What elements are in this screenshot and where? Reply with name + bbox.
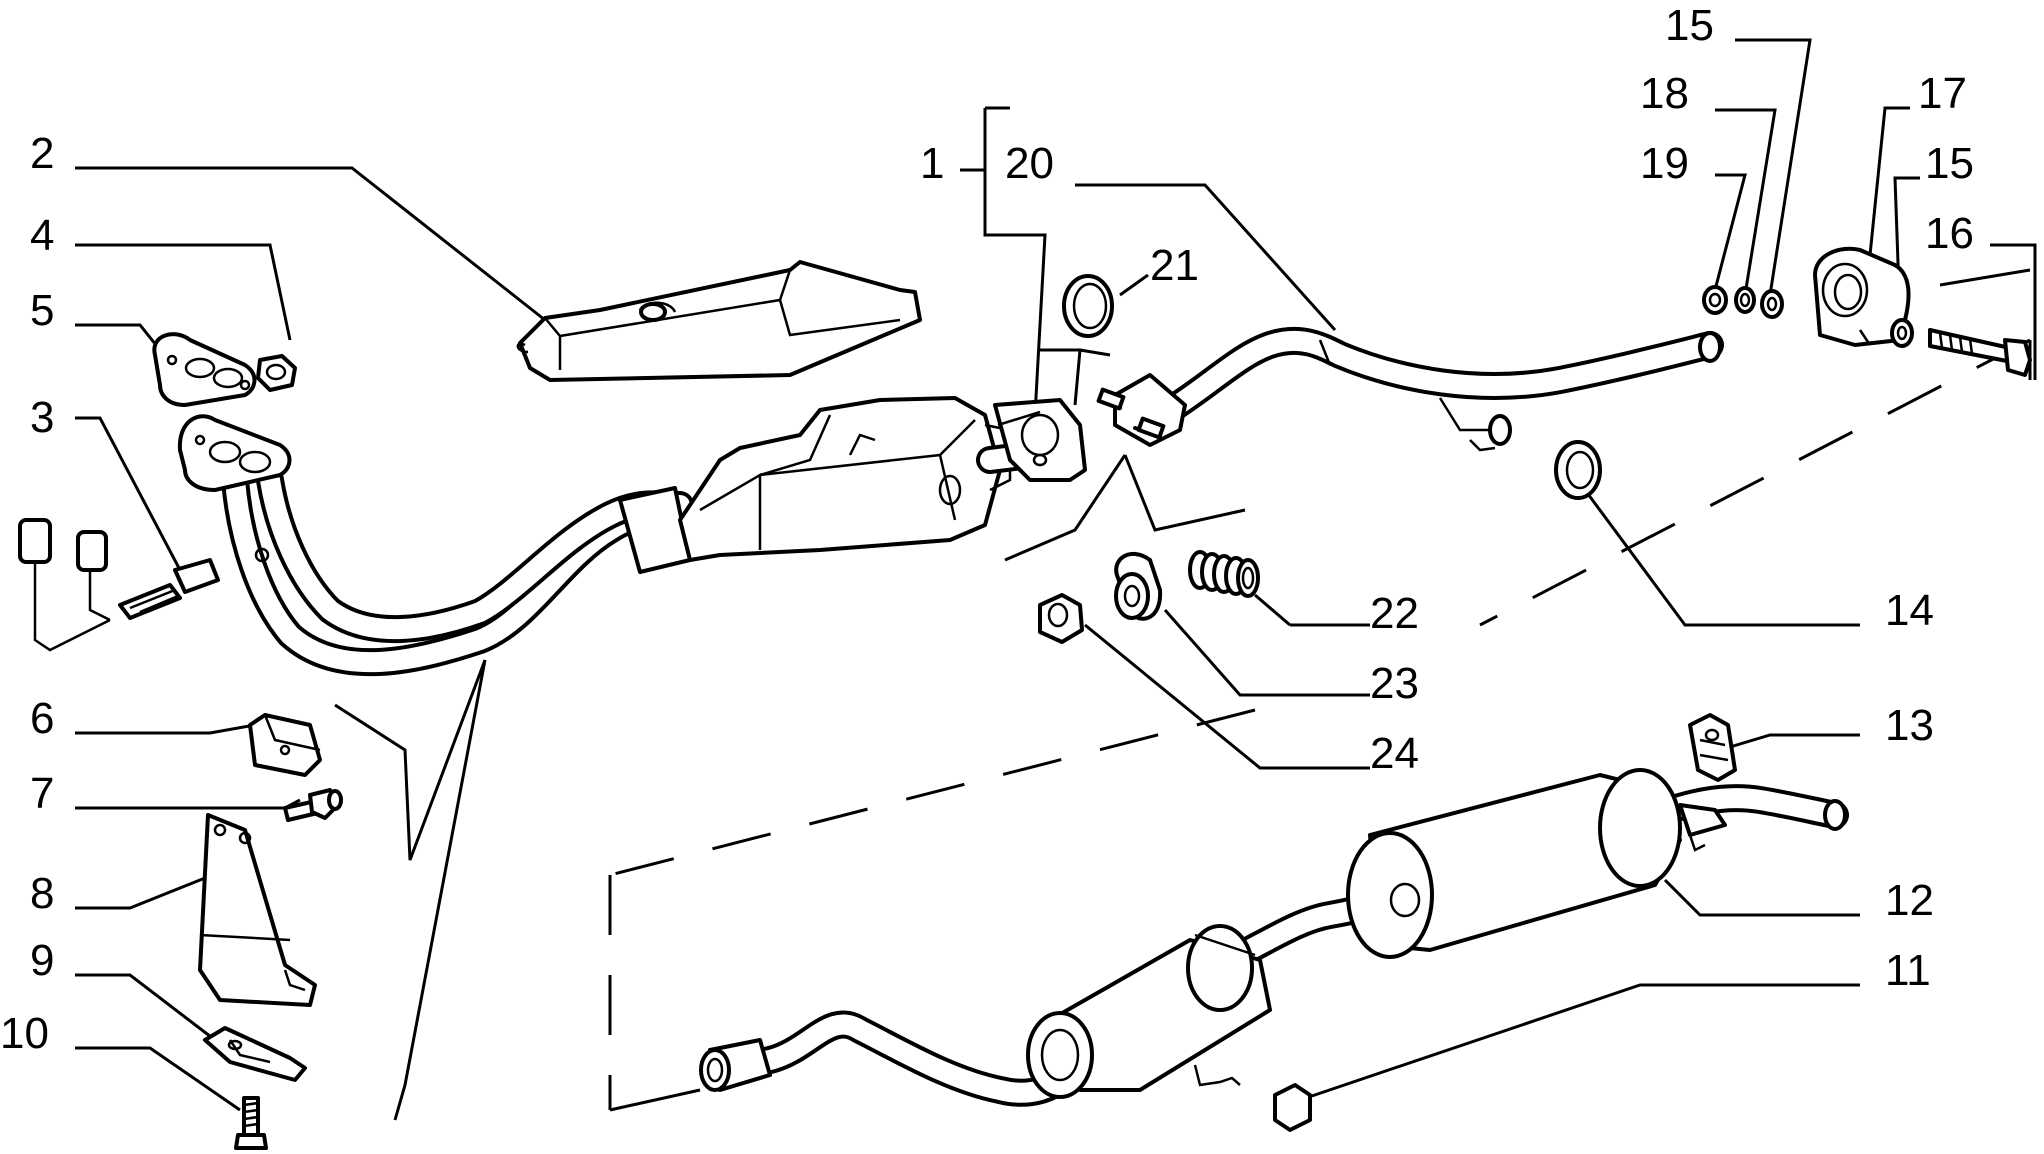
bolt [1928,328,2032,377]
callout-15-top: 15 [1665,1,1714,50]
callout-11: 11 [1885,946,1931,995]
support-bracket [198,813,317,1007]
callout-5: 5 [30,286,54,335]
assembly-dashed-lines [334,338,2032,1121]
nut-small [1702,285,1728,315]
callout-16: 16 [1925,209,1974,258]
leader-lines [75,38,2037,1112]
callout-8: 8 [30,869,54,918]
callout-3: 3 [30,393,54,442]
rubber-mount [248,713,322,777]
gasket [1554,440,1602,500]
callout-22: 22 [1370,589,1419,638]
rubber-buffer [1273,1083,1312,1132]
catalytic-converter [678,396,1012,562]
spring-washer [1734,286,1756,314]
clamp-plate [203,1026,307,1082]
self-locking-nut [1038,593,1084,644]
mounting-bolt [283,788,343,822]
callout-21: 21 [1150,241,1199,290]
spring-seat [1114,552,1163,621]
callout-24: 24 [1370,729,1419,778]
callout-23: 23 [1370,659,1419,708]
front-downpipe [177,414,694,677]
callout-17: 17 [1918,69,1967,118]
callout-1: 1 [920,139,944,188]
washer-right [1890,318,1914,348]
callout-6: 6 [30,694,54,743]
washer-left [1760,289,1784,319]
callout-labels: 1 2 3 4 5 6 7 8 9 10 11 12 13 14 15 15 1… [0,1,1974,1058]
callout-12: 12 [1885,876,1934,925]
intermediate-flange [976,398,1087,482]
spring [1188,550,1260,598]
callout-14: 14 [1885,586,1934,635]
callout-13: 13 [1885,701,1934,750]
callout-15-right: 15 [1925,139,1974,188]
callout-4: 4 [30,211,54,260]
callout-9: 9 [30,936,54,985]
callout-2: 2 [30,129,54,178]
rear-silencer-assembly [699,768,1849,1107]
heat-shield [516,260,922,382]
rubber-hanger [1688,713,1737,782]
intermediate-pipe [1096,326,1724,452]
callout-18: 18 [1640,69,1689,118]
lambda-sensor [18,518,220,652]
nut [256,354,297,392]
callout-19: 19 [1640,139,1689,188]
hex-bolt [234,1096,268,1150]
callout-10: 10 [0,1009,49,1058]
flange-gasket [152,332,257,407]
callout-7: 7 [30,769,54,818]
callout-20: 20 [1005,139,1054,188]
sealing-ring [1062,274,1114,338]
